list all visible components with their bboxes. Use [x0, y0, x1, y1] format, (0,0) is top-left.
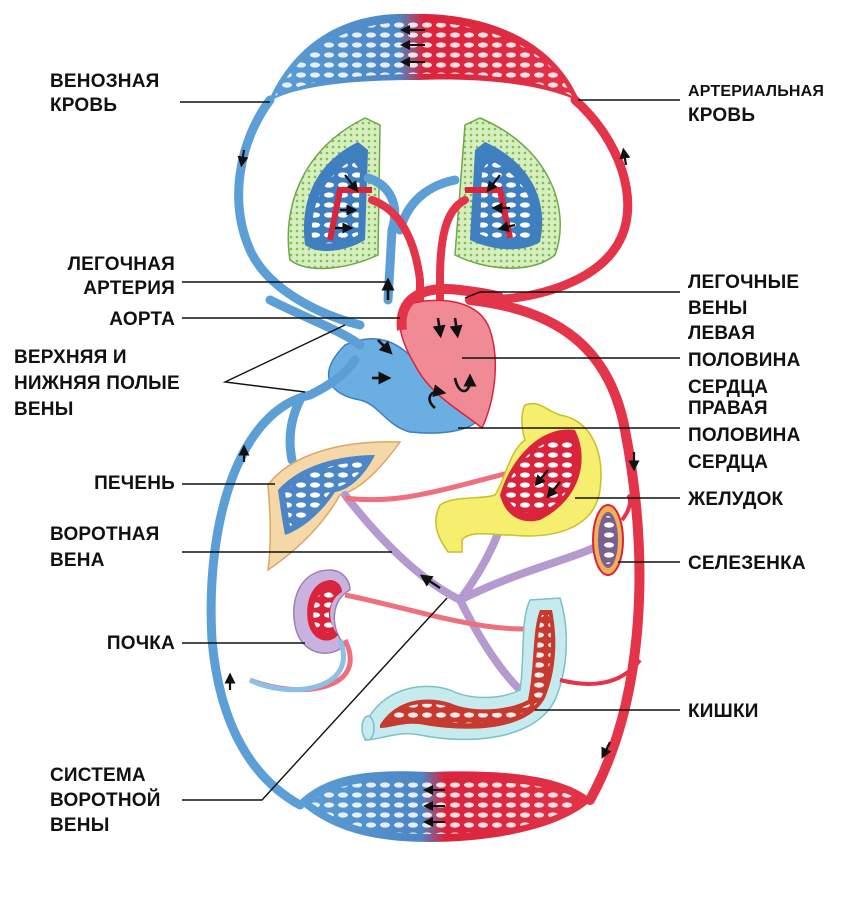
- label-spleen: СЕЛЕЗЕНКА: [688, 553, 806, 574]
- label-pulmonary-artery: ЛЕГОЧНАЯ АРТЕРИЯ: [67, 254, 175, 299]
- pulmonary-veins: [368, 196, 469, 309]
- label-intestines: КИШКИ: [688, 701, 759, 722]
- renal-vein: [248, 639, 346, 693]
- capillary-bed-bottom: [298, 771, 592, 842]
- lung-arrows: [335, 174, 516, 234]
- label-aorta: АОРТА: [109, 309, 175, 330]
- left-heart-half: [399, 299, 497, 430]
- splenic-artery: [620, 493, 632, 522]
- intestines: [361, 597, 568, 741]
- aortic-arch: [396, 284, 505, 331]
- label-venous-blood: ВЕНОЗНАЯ КРОВЬ: [50, 71, 160, 116]
- label-arterial-blood-line1: АРТЕРИАЛЬНАЯ: [688, 83, 825, 100]
- left-lung: [287, 117, 381, 270]
- vena-cava: [265, 295, 365, 465]
- label-right-heart-half: ПРАВАЯ ПОЛОВИНА СЕРДЦА: [688, 398, 801, 473]
- label-liver: ПЕЧЕНЬ: [94, 473, 175, 494]
- arterial-vessel-lower: [465, 295, 645, 805]
- label-portal-vein: ВОРОТНАЯ ВЕНА: [50, 524, 160, 571]
- label-vena-cava: ВЕРХНЯЯ И НИЖНЯЯ ПОЛЫЕ ВЕНЫ: [14, 347, 180, 420]
- flow-arrows: [224, 147, 640, 759]
- stomach: [435, 403, 602, 553]
- label-left-heart-half: ЛЕВАЯ ПОЛОВИНА СЕРДЦА: [688, 323, 801, 398]
- mesenteric-artery: [559, 658, 642, 686]
- kidney: [293, 569, 351, 654]
- leader-lines: [180, 99, 680, 801]
- label-kidney: ПОЧКА: [106, 633, 175, 654]
- label-pulmonary-veins: ЛЕГОЧНЫЕ ВЕНЫ: [688, 272, 800, 319]
- liver: [267, 441, 402, 572]
- arterial-vessel-upper: [475, 95, 633, 305]
- venous-vessel-upper: [234, 95, 365, 330]
- label-arterial-blood-line2: КРОВЬ: [688, 105, 756, 126]
- right-lung: [454, 117, 561, 269]
- capillary-bed-top: [268, 13, 580, 102]
- hepatic-artery: [344, 467, 521, 503]
- venous-vessel-lower: [206, 390, 315, 810]
- spleen: [592, 504, 624, 576]
- label-stomach: ЖЕЛУДОК: [688, 489, 784, 510]
- label-portal-system: СИСТЕМА ВОРОТНОЙ ВЕНЫ: [50, 765, 161, 836]
- heart: [327, 277, 505, 434]
